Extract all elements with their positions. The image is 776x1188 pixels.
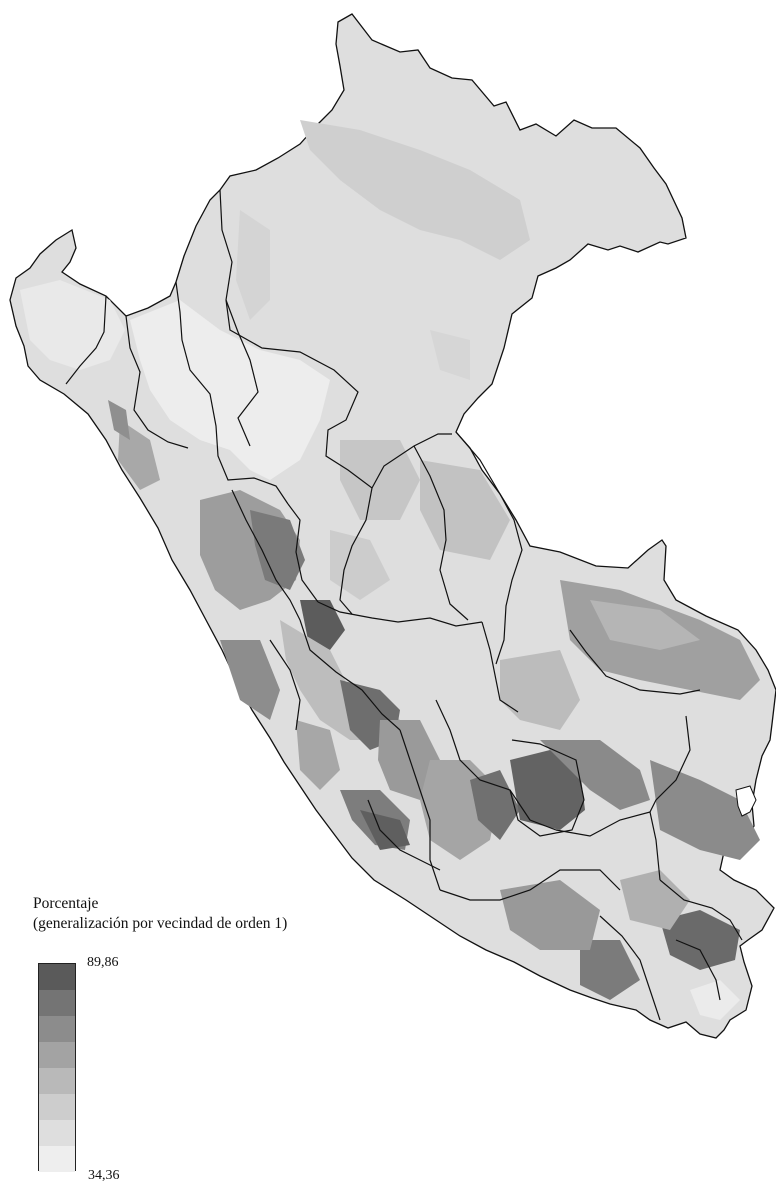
legend-color-ramp [38,963,76,1172]
legend-class-3 [39,1016,75,1042]
legend-max-label: 89,86 [87,955,119,970]
legend-class-1 [39,964,75,990]
legend-class-2 [39,990,75,1016]
legend-class-8 [39,1146,75,1172]
legend-class-7 [39,1120,75,1146]
legend-class-5 [39,1068,75,1094]
legend-min-label: 34,36 [88,1168,120,1183]
legend-class-6 [39,1094,75,1120]
legend-subtitle: (generalización por vecindad de orden 1) [33,915,288,932]
legend-title: Porcentaje [33,895,99,912]
legend-class-4 [39,1042,75,1068]
department-boundaries [65,189,743,1021]
